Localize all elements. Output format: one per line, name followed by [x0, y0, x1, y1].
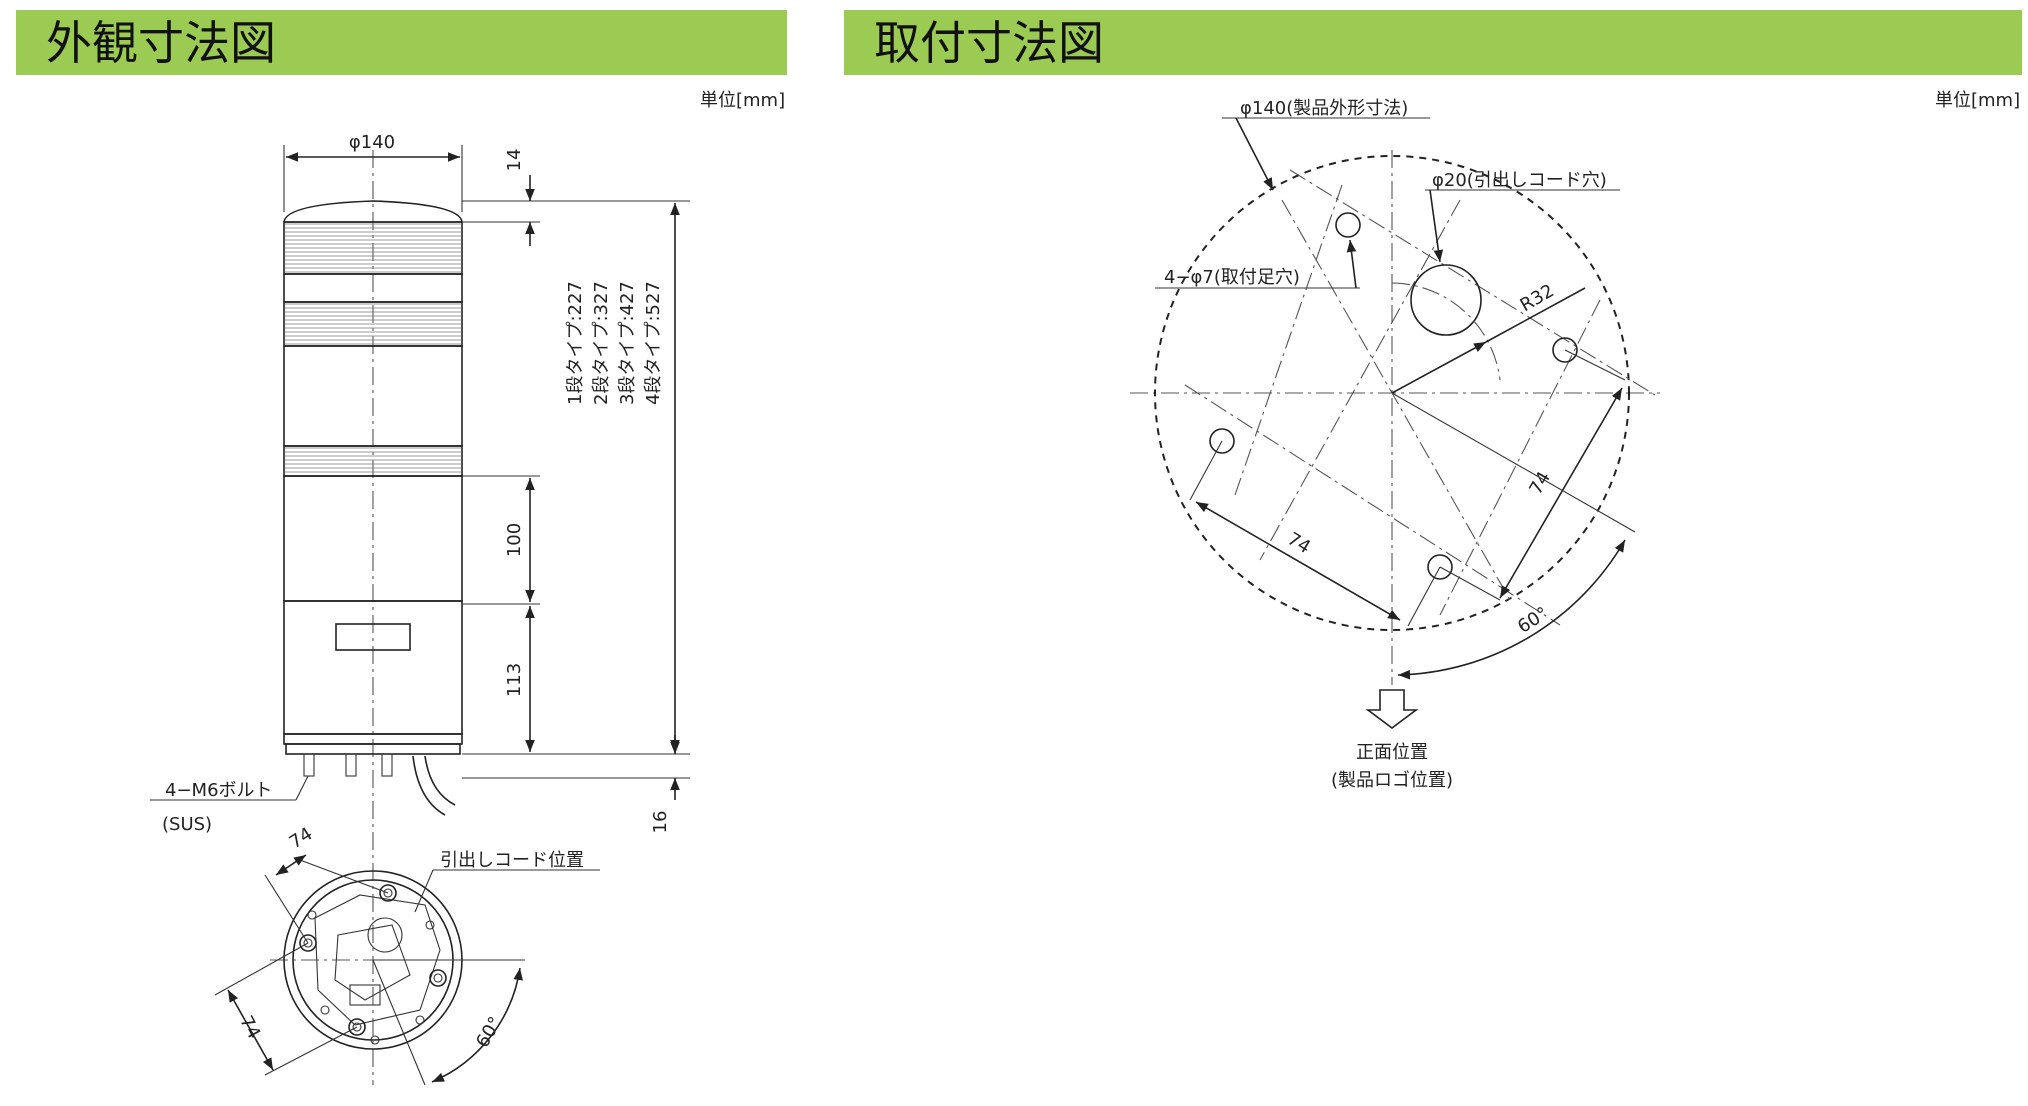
- type-2-height: 2段タイプ:327: [591, 281, 612, 405]
- tower-bottom-view: [270, 870, 470, 1050]
- type-3-height: 3段タイプ:427: [617, 281, 638, 405]
- right-section-header: 取付寸法図: [844, 10, 2022, 75]
- bottom-height-label: 16: [650, 811, 671, 834]
- lens-ribbing: [285, 223, 461, 473]
- bottom-dim-2-label: 74: [235, 1012, 264, 1042]
- signal-tower-side-view: [283, 150, 463, 1085]
- product-outline-label: φ140(製品外形寸法): [1240, 98, 1408, 119]
- top-width-label: φ140: [349, 132, 395, 153]
- left-unit-label: 単位[mm]: [700, 90, 786, 111]
- front-arrow-icon: [1365, 689, 1419, 729]
- left-section-title: 外観寸法図: [46, 16, 276, 70]
- tier-height-label: 100: [504, 523, 525, 557]
- mounting-diagram: [1130, 150, 1660, 685]
- right-section-title: 取付寸法図: [874, 16, 1104, 70]
- front-position-label: 正面位置: [1356, 742, 1428, 763]
- bottom-dim-1-label: 74: [286, 823, 317, 853]
- cord-position-label: 引出しコード位置: [440, 850, 584, 871]
- cap-height-label: 14: [504, 149, 525, 172]
- logo-position-label: (製品ロゴ位置): [1331, 770, 1453, 791]
- mount-holes-label: 4−φ7(取付足穴): [1164, 267, 1300, 288]
- bolt-material-label: (SUS): [162, 814, 212, 835]
- cord-hole-label: φ20(引出しコード穴): [1432, 170, 1607, 191]
- radius-label: R32: [1517, 280, 1558, 316]
- left-section-header: 外観寸法図: [16, 10, 787, 75]
- type-4-height: 4段タイプ:527: [643, 281, 664, 405]
- type-1-height: 1段タイプ:227: [565, 281, 586, 405]
- base-height-label: 113: [504, 663, 525, 697]
- bolt-label: 4−M6ボルト: [165, 780, 273, 801]
- right-unit-label: 単位[mm]: [1935, 90, 2021, 111]
- angle-label: 60°: [1514, 603, 1552, 638]
- bottom-angle-label: 60°: [472, 1013, 506, 1051]
- dim-1-label: 74: [1284, 528, 1314, 558]
